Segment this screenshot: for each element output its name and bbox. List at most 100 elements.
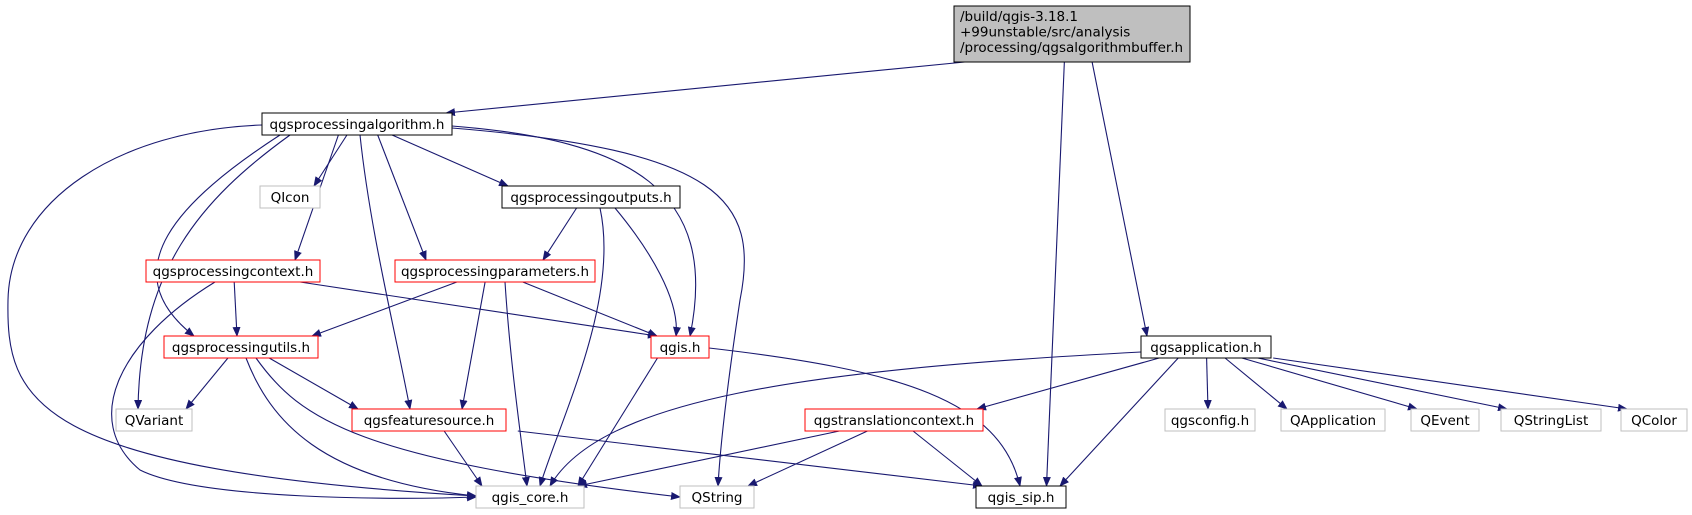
- node-qicon[interactable]: QIcon: [259, 185, 321, 209]
- edge-utils-to-feature: [268, 357, 359, 410]
- edge-params-to-qgis: [522, 281, 658, 337]
- edge-feature-to-sip: [517, 430, 983, 489]
- edge-alg-to-qgis: [451, 125, 697, 337]
- node-core[interactable]: qgis_core.h: [475, 485, 585, 509]
- node-label: qgsprocessingparameters.h: [401, 264, 589, 280]
- edge-alg-to-params: [377, 134, 427, 261]
- edges-layer: [7, 61, 1628, 502]
- edge-alg-to-qstring: [451, 127, 745, 487]
- node-qgis[interactable]: qgis.h: [650, 335, 710, 359]
- nodes-layer: /build/qgis-3.18.1+99unstable/src/analys…: [115, 5, 1688, 509]
- node-qcolor[interactable]: QColor: [1620, 408, 1688, 432]
- node-label: +99unstable/src/analysis: [960, 25, 1130, 41]
- node-box: [163, 335, 319, 359]
- node-label: QVariant: [125, 413, 184, 429]
- node-label: QString: [692, 490, 743, 506]
- edge-root-to-app: [1091, 61, 1150, 337]
- node-box: [650, 335, 710, 359]
- node-box: [351, 408, 507, 432]
- node-label: /build/qgis-3.18.1: [960, 9, 1078, 25]
- edge-outputs-to-params: [542, 207, 578, 261]
- edge-alg-to-feature: [359, 134, 413, 410]
- edge-app-to-qevent: [1241, 357, 1418, 411]
- edge-trans-to-qstring: [747, 430, 868, 487]
- node-label: QStringList: [1514, 413, 1589, 429]
- edge-root-to-alg: [445, 61, 965, 117]
- node-trans[interactable]: qgstranslationcontext.h: [804, 408, 984, 432]
- node-box: [475, 485, 585, 509]
- edge-params-to-utils: [311, 281, 458, 337]
- node-box: [145, 259, 321, 283]
- edge-app-to-qsl: [1257, 357, 1508, 412]
- node-box: [679, 485, 755, 509]
- node-label: qgsconfig.h: [1171, 413, 1249, 429]
- node-box: [953, 5, 1191, 63]
- node-label: qgsprocessingoutputs.h: [510, 190, 671, 206]
- node-app[interactable]: qgsapplication.h: [1140, 335, 1272, 359]
- node-label: QEvent: [1420, 413, 1469, 429]
- node-qstring[interactable]: QString: [679, 485, 755, 509]
- edge-feature-to-core: [443, 430, 483, 487]
- node-qevent[interactable]: QEvent: [1410, 408, 1480, 432]
- edge-alg-to-outputs: [391, 134, 509, 187]
- edge-alg-to-qvariant: [134, 134, 291, 410]
- edge-utils-to-core: [245, 357, 477, 500]
- node-label: qgis_sip.h: [988, 490, 1055, 506]
- node-box: [501, 185, 681, 209]
- node-qvariant[interactable]: QVariant: [115, 408, 193, 432]
- node-label: QApplication: [1290, 413, 1376, 429]
- node-box: [1620, 408, 1688, 432]
- edge-outputs-to-qgis: [614, 207, 681, 337]
- edge-app-to-sip: [1059, 357, 1179, 487]
- node-label: qgsfeaturesource.h: [364, 413, 495, 429]
- edge-root-to-sip: [1042, 61, 1065, 487]
- edge-trans-to-sip: [912, 430, 983, 487]
- edge-alg-to-qicon: [313, 134, 348, 187]
- node-qapp[interactable]: QApplication: [1280, 408, 1386, 432]
- node-label: /processing/qgsalgorithmbuffer.h: [960, 40, 1183, 56]
- node-alg[interactable]: qgsprocessingalgorithm.h: [261, 112, 453, 136]
- node-root[interactable]: /build/qgis-3.18.1+99unstable/src/analys…: [953, 5, 1191, 63]
- edge-params-to-core: [504, 281, 530, 487]
- edge-qgis-to-core: [577, 357, 658, 487]
- node-box: [261, 112, 453, 136]
- edge-app-to-core: [549, 351, 1142, 487]
- node-box: [1500, 408, 1602, 432]
- node-label: qgsprocessingalgorithm.h: [270, 117, 445, 133]
- node-feature[interactable]: qgsfeaturesource.h: [351, 408, 507, 432]
- edge-trans-to-core: [577, 430, 840, 489]
- node-box: [1410, 408, 1480, 432]
- edge-app-to-qcolor: [1273, 357, 1628, 412]
- node-context[interactable]: qgsprocessingcontext.h: [145, 259, 321, 283]
- node-box: [804, 408, 984, 432]
- edge-context-to-utils: [232, 281, 241, 337]
- edge-outputs-to-core: [538, 207, 605, 487]
- edge-context-to-qgis: [299, 281, 658, 339]
- node-label: qgsprocessingcontext.h: [153, 264, 314, 280]
- node-box: [1140, 335, 1272, 359]
- node-label: QColor: [1631, 413, 1677, 429]
- node-utils[interactable]: qgsprocessingutils.h: [163, 335, 319, 359]
- node-box: [1164, 408, 1256, 432]
- edge-context-to-core: [111, 281, 477, 502]
- edge-app-to-qapp: [1224, 357, 1288, 410]
- node-label: qgis.h: [660, 340, 701, 356]
- node-sip[interactable]: qgis_sip.h: [975, 485, 1067, 509]
- node-params[interactable]: qgsprocessingparameters.h: [394, 259, 596, 283]
- edge-app-to-config: [1203, 357, 1212, 410]
- node-config[interactable]: qgsconfig.h: [1164, 408, 1256, 432]
- node-label: qgsprocessingutils.h: [172, 340, 310, 356]
- edge-utils-to-qvariant: [185, 357, 229, 410]
- node-box: [975, 485, 1067, 509]
- node-box: [259, 185, 321, 209]
- edge-params-to-feature: [459, 281, 486, 410]
- edge-alg-to-core: [7, 124, 477, 500]
- edge-app-to-trans: [976, 357, 1160, 411]
- node-label: qgis_core.h: [492, 490, 569, 506]
- edge-alg-to-utils: [156, 134, 281, 337]
- node-label: QIcon: [271, 190, 310, 206]
- node-qsl[interactable]: QStringList: [1500, 408, 1602, 432]
- edge-utils-to-qstring: [255, 357, 681, 500]
- node-outputs[interactable]: qgsprocessingoutputs.h: [501, 185, 681, 209]
